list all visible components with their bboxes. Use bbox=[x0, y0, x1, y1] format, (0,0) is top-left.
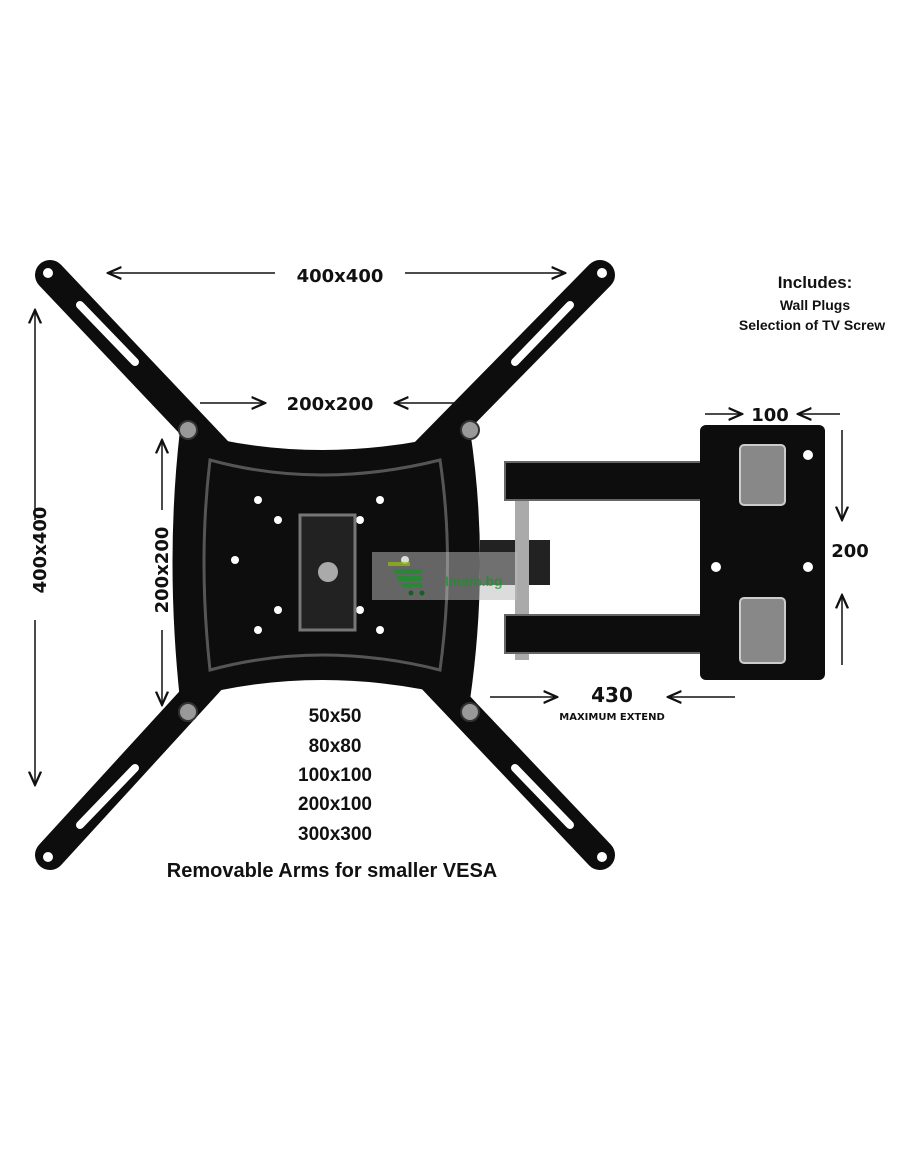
left-height-label: 400x400 bbox=[30, 507, 51, 594]
shopping-cart-icon bbox=[388, 562, 425, 596]
includes-item: Wall Plugs bbox=[780, 297, 850, 313]
vesa-size: 100x100 bbox=[298, 765, 372, 786]
top-width-label: 400x400 bbox=[297, 266, 384, 287]
center-plate-inner bbox=[202, 458, 449, 672]
tilt-knob bbox=[318, 562, 338, 582]
hinge-brackets bbox=[739, 444, 786, 664]
vesa-size: 200x100 bbox=[298, 794, 372, 815]
dimension-arrows bbox=[35, 273, 842, 785]
wall-plate-height-label: 200 bbox=[831, 541, 869, 562]
wall-plate-holes bbox=[711, 450, 813, 572]
extension-label: 430 bbox=[591, 683, 633, 707]
wall-plate bbox=[700, 425, 825, 680]
caption: Removable Arms for smaller VESA bbox=[167, 860, 498, 882]
arm-slots bbox=[43, 268, 607, 862]
inner-width-label: 200x200 bbox=[287, 394, 374, 415]
vesa-size-list: 50x50 80x80 100x100 200x100 300x300 bbox=[298, 706, 372, 845]
watermark-text: Imam.bg bbox=[445, 573, 503, 589]
watermark: Imam.bg bbox=[372, 552, 517, 600]
vesa-size: 300x300 bbox=[298, 824, 372, 845]
includes-item: Selection of TV Screw bbox=[739, 317, 885, 333]
extension-caption: MAXIMUM EXTEND bbox=[559, 712, 665, 723]
vesa-size: 80x80 bbox=[309, 736, 362, 757]
vesa-size: 50x50 bbox=[309, 706, 362, 727]
inner-height-label: 200x200 bbox=[152, 527, 173, 614]
wall-plate-width-label: 100 bbox=[751, 405, 789, 426]
bolts bbox=[178, 420, 480, 722]
includes-title: Includes: bbox=[778, 273, 853, 292]
